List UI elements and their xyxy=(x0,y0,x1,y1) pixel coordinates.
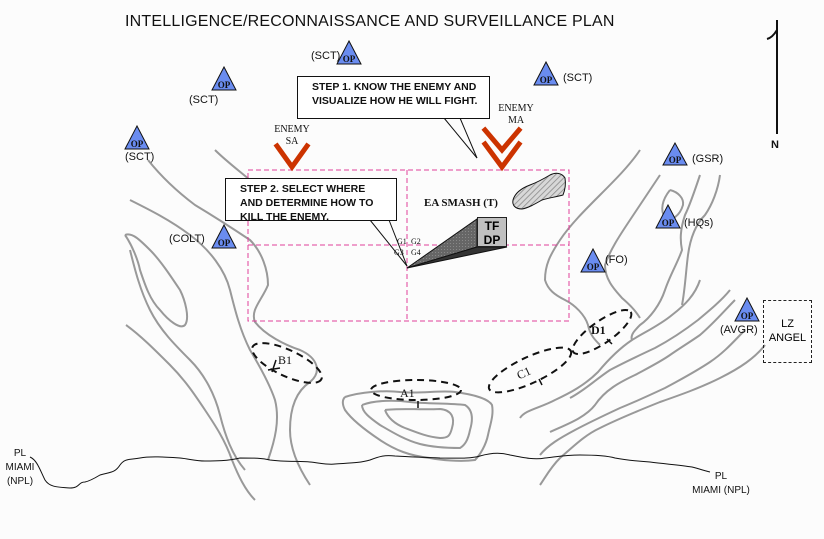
op-triangle-icon xyxy=(124,124,150,150)
callout-pointers xyxy=(369,117,478,267)
enemy-objective-area xyxy=(512,172,566,210)
tf-dp-box: TF DP xyxy=(477,217,507,247)
terrain-contours-hill xyxy=(341,390,494,462)
svg-text:OP: OP xyxy=(669,155,682,165)
op-triangle-icon xyxy=(211,65,237,91)
pl-right-line1: PL xyxy=(714,471,728,482)
pl-right-line2: MIAMI (NPL) xyxy=(692,485,750,496)
enemy-ma-line2: MA xyxy=(507,115,525,126)
tf-dp-wedge xyxy=(406,218,508,269)
battle-position-c1 xyxy=(487,346,573,394)
op-triangle-icon xyxy=(580,247,606,273)
grid-g4: G4 xyxy=(411,248,421,257)
enemy-sa-line1: ENEMY xyxy=(274,124,310,135)
svg-text:OP: OP xyxy=(131,139,144,149)
op-labels: OP OP OP OP OP OP OP OP OP xyxy=(131,54,754,321)
op-label-sct-upper-left: (SCT) xyxy=(189,94,219,106)
battle-position-a1 xyxy=(370,379,462,401)
svg-text:OP: OP xyxy=(540,75,553,85)
enemy-chevrons xyxy=(273,126,523,172)
enemy-ma-chevron-bottom-icon xyxy=(481,140,523,172)
op-triangles xyxy=(124,39,760,322)
terrain-contours-right xyxy=(519,149,766,486)
page-title: INTELLIGENCE/RECONNAISSANCE AND SURVEILL… xyxy=(125,13,615,30)
battle-position-label-d1: D1 xyxy=(591,323,606,337)
phase-line-label-right: PL MIAMI (NPL) xyxy=(683,470,759,498)
grid-g1: G1 xyxy=(397,237,407,246)
battle-position-ticks xyxy=(267,338,613,408)
phase-line-label-left: PL MIAMI (NPL) xyxy=(5,447,35,489)
enemy-ma-line1: ENEMY xyxy=(498,103,534,114)
grid-g3: G3 xyxy=(394,248,404,257)
op-label-sct-far-left: (SCT) xyxy=(125,151,155,163)
tf-dp-line1: TF xyxy=(484,219,500,233)
enemy-sa-label: ENEMY SA xyxy=(268,124,316,148)
pl-left-line1: PL xyxy=(13,448,27,459)
op-label-fo: (FO) xyxy=(605,254,628,266)
svg-text:OP: OP xyxy=(741,311,754,321)
op-label-gsr: (GSR) xyxy=(692,153,724,165)
lz-line1: LZ xyxy=(781,318,794,330)
svg-text:OP: OP xyxy=(587,262,600,272)
landing-zone-angel: LZ ANGEL xyxy=(763,300,812,363)
north-label: N xyxy=(771,139,779,151)
op-triangle-icon xyxy=(662,141,688,166)
svg-text:OP: OP xyxy=(343,54,356,64)
svg-text:OP: OP xyxy=(218,80,231,90)
ea-smash-label: EA SMASH (T) xyxy=(424,197,498,209)
north-arrow-icon xyxy=(766,20,778,134)
tf-dp-line2: DP xyxy=(483,233,501,247)
op-label-avgr: (AVGR) xyxy=(720,324,758,336)
battle-position-label-a1: A1 xyxy=(400,386,415,400)
battle-position-b1 xyxy=(251,342,323,384)
op-triangle-icon xyxy=(655,203,681,229)
op-label-hqs: (HQs) xyxy=(684,217,714,229)
enemy-sa-chevron-icon xyxy=(273,142,311,172)
svg-text:OP: OP xyxy=(662,218,675,228)
engagement-area-grid xyxy=(247,169,570,322)
op-triangle-icon xyxy=(533,60,559,86)
step2-callout: STEP 2. SELECT WHERE AND DETERMINE HOW T… xyxy=(225,178,397,223)
phase-line-miami xyxy=(29,452,711,489)
op-triangle-icon xyxy=(211,223,237,249)
enemy-ma-label: ENEMY MA xyxy=(492,103,540,127)
enemy-sa-line2: SA xyxy=(285,136,299,147)
svg-text:OP: OP xyxy=(218,238,231,248)
grid-g2: G2 xyxy=(411,237,421,246)
pl-left-line2: MIAMI xyxy=(5,462,35,473)
op-triangle-icon xyxy=(336,39,362,65)
op-label-colt: (COLT) xyxy=(169,233,205,245)
op-label-sct-upper-right: (SCT) xyxy=(563,72,593,84)
op-label-sct-top: (SCT) xyxy=(311,50,341,62)
lz-line2: ANGEL xyxy=(768,332,807,344)
step1-callout: STEP 1. KNOW THE ENEMY AND VISUALIZE HOW… xyxy=(297,76,490,119)
op-triangle-icon xyxy=(734,296,760,322)
enemy-ma-chevron-top-icon xyxy=(481,126,523,154)
battle-position-label-b1: B1 xyxy=(278,353,293,367)
pl-left-line3: (NPL) xyxy=(6,476,34,487)
